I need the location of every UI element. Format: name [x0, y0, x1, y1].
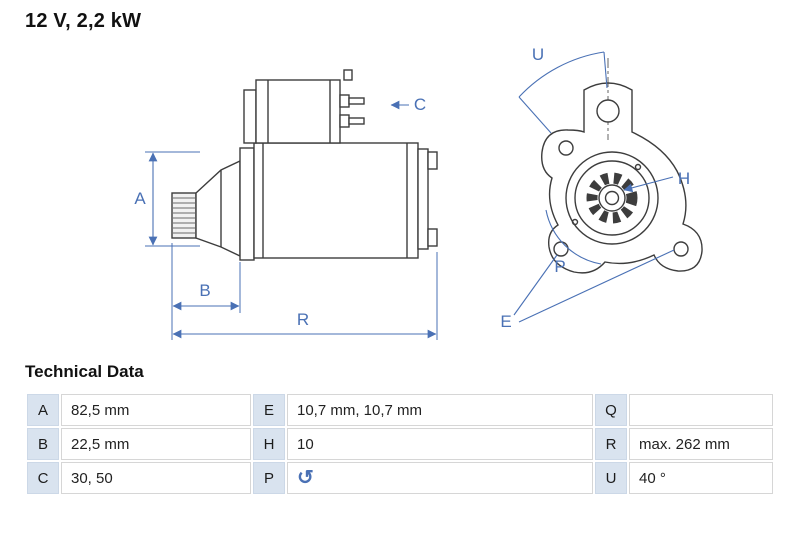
dim-key-u: U	[595, 462, 627, 494]
dim-label-u: U	[532, 45, 544, 64]
mount-hole	[553, 241, 569, 257]
rotation-direction-icon: ↺	[297, 467, 314, 489]
table-row: B 22,5 mm H 10 R max. 262 mm	[27, 428, 773, 460]
dim-value-r: max. 262 mm	[629, 428, 773, 460]
table-row: A 82,5 mm E 10,7 mm, 10,7 mm Q	[27, 394, 773, 426]
dim-value-e: 10,7 mm, 10,7 mm	[287, 394, 593, 426]
dim-label-h: H	[678, 169, 690, 188]
dim-key-b: B	[27, 428, 59, 460]
solenoid-terminal	[339, 94, 350, 108]
dim-label-p: P	[554, 257, 565, 276]
solenoid-terminal	[339, 114, 350, 128]
starter-motor-drawing: A B R C U H P E	[134, 45, 703, 340]
dim-label-c: C	[414, 95, 426, 114]
shaft-center	[604, 190, 620, 206]
mount-hole	[558, 140, 574, 156]
motor-body	[253, 142, 419, 259]
front-view	[541, 58, 703, 274]
dim-label-b: B	[199, 281, 210, 300]
drive-housing	[195, 159, 241, 258]
dim-key-c: C	[27, 462, 59, 494]
dim-value-h: 10	[287, 428, 593, 460]
dim-value-a: 82,5 mm	[61, 394, 251, 426]
solenoid	[255, 79, 341, 144]
dim-label-e: E	[500, 312, 511, 331]
dim-key-q: Q	[595, 394, 627, 426]
front-view-dimensions	[513, 51, 675, 323]
dim-label-a: A	[134, 189, 146, 208]
pinion-teeth	[586, 172, 638, 224]
flange-outline	[541, 82, 703, 274]
dim-value-c: 30, 50	[61, 462, 251, 494]
technical-data-section: Technical Data A 82,5 mm E 10,7 mm, 10,7…	[25, 362, 775, 496]
dim-value-u: 40 °	[629, 462, 773, 494]
dim-value-b: 22,5 mm	[61, 428, 251, 460]
dim-key-a: A	[27, 394, 59, 426]
dim-label-r: R	[297, 310, 309, 329]
dim-key-p: P	[253, 462, 285, 494]
mounting-flange	[239, 147, 255, 261]
table-row: C 30, 50 P ↺ U 40 °	[27, 462, 773, 494]
technical-data-heading: Technical Data	[25, 362, 144, 381]
dim-value-p: ↺	[287, 462, 593, 494]
pinion-gear	[171, 192, 197, 239]
dimension-labels: A B R C U H P E	[134, 45, 690, 331]
top-mount-hole	[596, 99, 620, 123]
dim-value-q	[629, 394, 773, 426]
technical-data-table: A 82,5 mm E 10,7 mm, 10,7 mm Q B 22,5 mm…	[25, 392, 775, 496]
dim-key-h: H	[253, 428, 285, 460]
page-title: 12 V, 2,2 kW	[25, 10, 142, 32]
side-view	[171, 69, 438, 261]
dim-key-e: E	[253, 394, 285, 426]
mount-hole	[673, 241, 689, 257]
technical-drawing: A B R C U H P E	[134, 45, 703, 340]
side-view-dimensions	[145, 100, 438, 340]
dim-key-r: R	[595, 428, 627, 460]
